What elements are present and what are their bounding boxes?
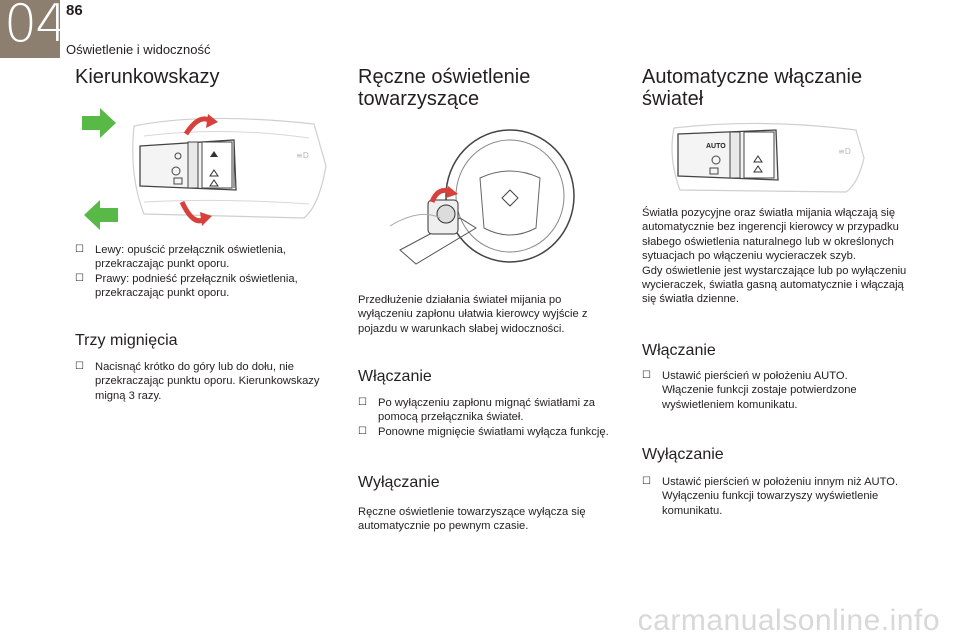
col2-sub2: Wyłączanie xyxy=(358,474,440,491)
bullet-text: Nacisnąć krótko do góry lub do dołu, nie… xyxy=(95,361,320,402)
turn-signal-stalk-illustration: ≡D xyxy=(82,108,327,230)
col3-bullet-list-2: ☐ Ustawić pierścień w położeniu innym ni… xyxy=(642,475,906,518)
list-item: ☐ Lewy: opuścić przełącznik oświetlenia,… xyxy=(75,243,315,272)
chapter-badge: 04 xyxy=(0,0,68,58)
col1-title: Kierunkowskazy xyxy=(75,66,220,88)
bullet-text: Po wyłączeniu zapłonu mignąć światłami z… xyxy=(378,397,596,424)
col3-intro2: Gdy oświetlenie jest wystarczające lub p… xyxy=(642,264,907,306)
section-title: Oświetlenie i widoczność xyxy=(66,42,211,57)
checkbox-marker-icon: ☐ xyxy=(358,425,367,437)
bullet-text: Prawy: podnieść przełącznik oświetlenia,… xyxy=(95,272,298,300)
col3-bullet-list-1: ☐ Ustawić pierścień w położeniu AUTO. Wł… xyxy=(642,369,882,412)
bullet-text: Ustawić pierścień w położeniu AUTO. Włąc… xyxy=(662,370,857,411)
list-item: ☐ Po wyłączeniu zapłonu mignąć światłami… xyxy=(358,396,620,425)
col3-title-line1: Automatyczne włączanie xyxy=(642,66,863,88)
page-number: 86 xyxy=(66,2,83,19)
checkbox-marker-icon: ☐ xyxy=(358,397,367,408)
checkbox-marker-icon: ☐ xyxy=(75,244,84,255)
checkbox-marker-icon: ☐ xyxy=(75,272,84,284)
col2-sub1: Włączanie xyxy=(358,368,432,385)
list-item: ☐ Ponowne mignięcie światłami wyłącza fu… xyxy=(358,425,620,439)
auto-lights-stalk-illustration: AUTO ≡D xyxy=(671,122,865,193)
col2-title-line1: Ręczne oświetlenie xyxy=(358,66,531,88)
svg-text:≡D: ≡D xyxy=(296,151,309,160)
bullet-text: Lewy: opuścić przełącznik oświetlenia, p… xyxy=(95,244,286,271)
checkbox-marker-icon: ☐ xyxy=(75,361,84,372)
chapter-number: 04 xyxy=(4,0,68,54)
list-item: ☐ Ustawić pierścień w położeniu AUTO. Wł… xyxy=(642,369,882,412)
checkbox-marker-icon: ☐ xyxy=(642,476,651,487)
col2-intro: Przedłużenie działania świateł mijania p… xyxy=(358,294,588,335)
col1-bullet-list-2: ☐ Nacisnąć krótko do góry lub do dołu, n… xyxy=(75,360,327,403)
list-item: ☐ Prawy: podnieść przełącznik oświetleni… xyxy=(75,272,315,301)
auto-label: AUTO xyxy=(706,143,726,150)
list-item: ☐ Ustawić pierścień w położeniu innym ni… xyxy=(642,475,906,518)
col2-bullet-list: ☐ Po wyłączeniu zapłonu mignąć światłami… xyxy=(358,396,620,439)
col2-title-line2: towarzyszące xyxy=(358,88,480,110)
col3-title-line2: świateł xyxy=(642,88,704,110)
col2-text2: Ręczne oświetlenie towarzyszące wyłącza … xyxy=(358,506,586,533)
col3-title: Automatyczne włączanie świateł xyxy=(642,66,862,110)
watermark: carmanualsonline.info xyxy=(637,604,940,637)
steering-wheel-illustration xyxy=(389,129,575,265)
svg-text:≡D: ≡D xyxy=(838,147,851,156)
list-item: ☐ Nacisnąć krótko do góry lub do dołu, n… xyxy=(75,360,327,403)
col1-bullet-list: ☐ Lewy: opuścić przełącznik oświetlenia,… xyxy=(75,243,315,301)
col3-intro1: Światła pozycyjne oraz światła mijania w… xyxy=(642,207,899,263)
bullet-text: Ustawić pierścień w położeniu innym niż … xyxy=(662,476,899,517)
col3-sub2: Wyłączanie xyxy=(642,446,724,463)
arrow-up-icon xyxy=(82,108,116,138)
bullet-text: Ponowne mignięcie światłami wyłącza funk… xyxy=(378,425,609,438)
col3-sub1: Włączanie xyxy=(642,342,716,359)
col3-intro: Światła pozycyjne oraz światła mijania w… xyxy=(642,206,908,307)
col2-title: Ręczne oświetlenie towarzyszące xyxy=(358,66,530,110)
arrow-down-icon xyxy=(84,200,118,230)
col1-subtitle: Trzy mignięcia xyxy=(75,332,178,349)
checkbox-marker-icon: ☐ xyxy=(642,370,651,381)
